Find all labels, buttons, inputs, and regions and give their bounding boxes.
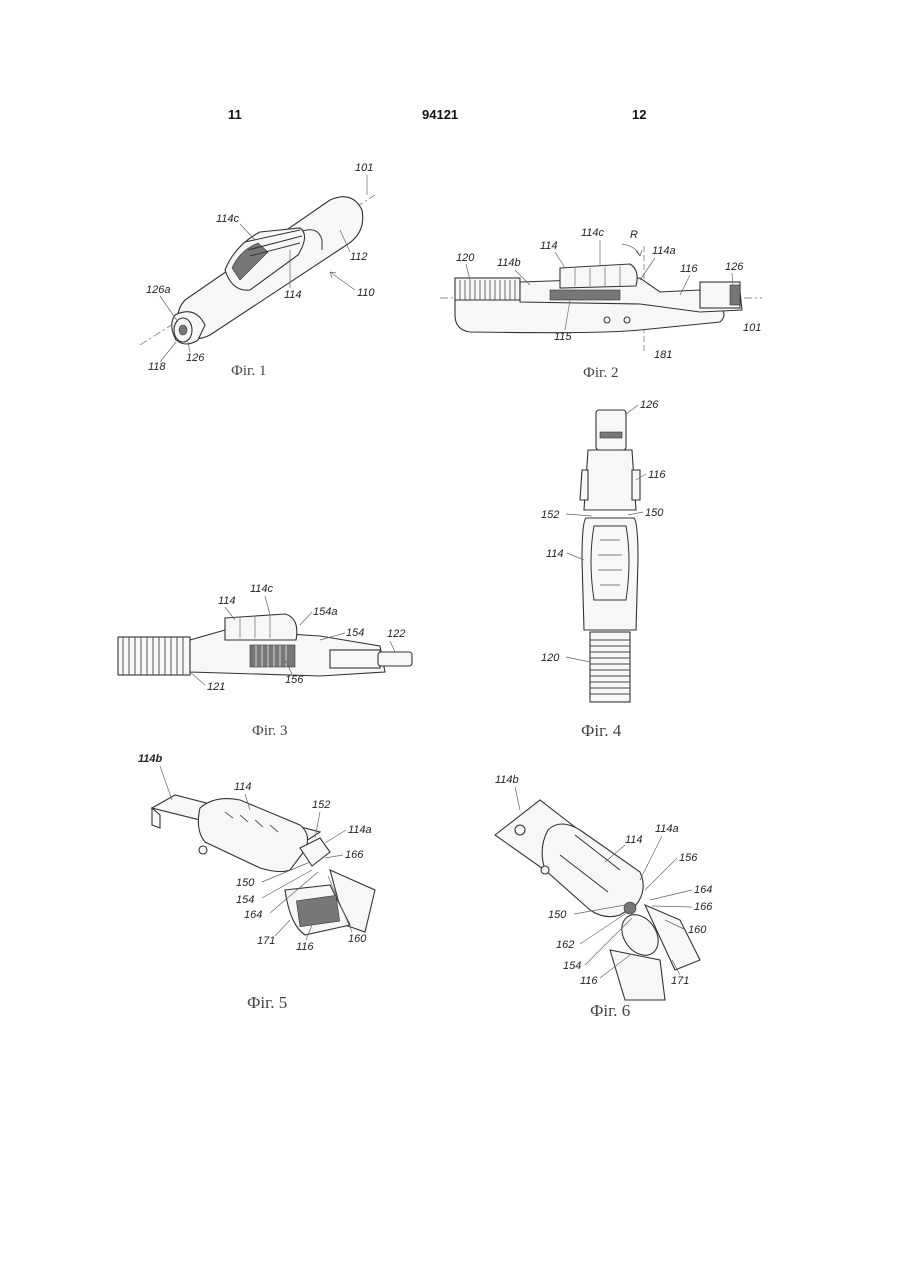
label-118: 118 [148, 361, 166, 373]
label-171: 171 [257, 935, 275, 947]
figure-3-drawing [118, 614, 412, 676]
label-156: 156 [679, 852, 698, 864]
label-150: 150 [548, 909, 567, 921]
label-171: 171 [671, 975, 689, 987]
figure-4-caption: Фіг. 4 [581, 721, 621, 741]
label-115: 115 [554, 331, 572, 343]
label-R: R [630, 229, 638, 241]
label-114a: 114a [655, 823, 679, 835]
label-181: 181 [654, 349, 672, 361]
label-164: 164 [244, 909, 262, 921]
label-114b: 114b [138, 753, 163, 765]
label-114c: 114c [250, 583, 274, 595]
label-101: 101 [743, 322, 761, 334]
label-116: 116 [580, 975, 598, 987]
label-112: 112 [350, 251, 368, 263]
figure-4-drawing [580, 410, 640, 702]
label-154: 154 [563, 960, 581, 972]
label-164: 164 [694, 884, 712, 896]
label-110: 110 [357, 287, 375, 299]
label-120: 120 [541, 652, 560, 664]
label-154a: 154a [313, 606, 337, 618]
label-120: 120 [456, 252, 475, 264]
label-114c: 114c [216, 213, 240, 225]
label-114c: 114c [581, 227, 605, 239]
label-152: 152 [541, 509, 559, 521]
figure-1-caption: Фіг. 1 [231, 363, 266, 380]
label-114: 114 [625, 834, 643, 846]
label-114: 114 [540, 240, 558, 252]
label-126: 126 [186, 352, 205, 364]
label-160: 160 [688, 924, 707, 936]
label-156: 156 [285, 674, 304, 686]
label-114: 114 [284, 289, 302, 301]
label-166: 166 [345, 849, 364, 861]
label-114b: 114b [497, 257, 521, 269]
label-126: 126 [640, 399, 659, 411]
label-121: 121 [207, 681, 225, 693]
label-152: 152 [312, 799, 330, 811]
label-126a: 126a [146, 284, 170, 296]
label-114: 114 [234, 781, 252, 793]
label-114a: 114a [348, 824, 372, 836]
label-150: 150 [645, 507, 664, 519]
label-114a: 114a [652, 245, 676, 257]
label-116: 116 [296, 941, 314, 953]
label-166: 166 [694, 901, 713, 913]
label-116: 116 [680, 263, 698, 275]
figure-5-caption: Фіг. 5 [247, 993, 287, 1013]
label-126: 126 [725, 261, 744, 273]
figure-2-caption: Фіг. 2 [583, 365, 618, 382]
label-122: 122 [387, 628, 405, 640]
label-150: 150 [236, 877, 255, 889]
label-114: 114 [218, 595, 236, 607]
figure-5-drawing [152, 795, 375, 935]
figure-3-caption: Фіг. 3 [252, 723, 287, 740]
figure-6-caption: Фіг. 6 [590, 1001, 630, 1021]
label-154: 154 [346, 627, 364, 639]
label-154: 154 [236, 894, 254, 906]
figure-2-drawing [440, 246, 762, 352]
figure-1-drawing [140, 195, 375, 345]
label-162: 162 [556, 939, 574, 951]
label-114b: 114b [495, 774, 519, 786]
label-160: 160 [348, 933, 367, 945]
label-114: 114 [546, 548, 564, 560]
label-116: 116 [648, 469, 666, 481]
label-101: 101 [355, 162, 373, 174]
